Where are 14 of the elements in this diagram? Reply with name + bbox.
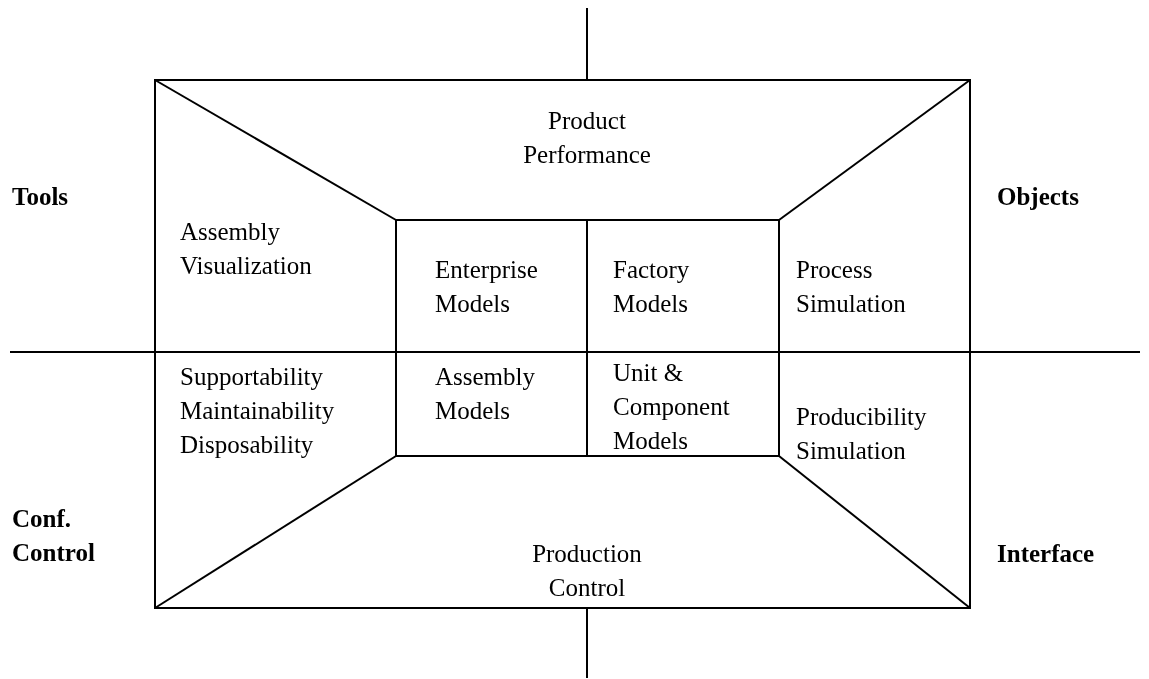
region-label: Producibility Simulation (796, 402, 927, 466)
quadrant-label: Tools (12, 182, 69, 212)
region-label: Supportability Maintainability Disposability (180, 362, 335, 460)
region-label: Process Simulation (796, 255, 906, 319)
region-label: Product Performance (523, 106, 651, 170)
region-label: Factory Models (613, 255, 690, 319)
region-label: Unit & Component Models (613, 358, 731, 456)
region-label: Assembly Visualization (180, 217, 312, 281)
region-label: Enterprise Models (435, 255, 538, 319)
region-label: Assembly Models (435, 362, 535, 426)
region-label: Production Control (532, 539, 642, 603)
quadrant-label: Objects (997, 182, 1079, 212)
quadrant-label: Interface (997, 539, 1095, 569)
quadrant-label: Conf. Control (12, 504, 96, 568)
